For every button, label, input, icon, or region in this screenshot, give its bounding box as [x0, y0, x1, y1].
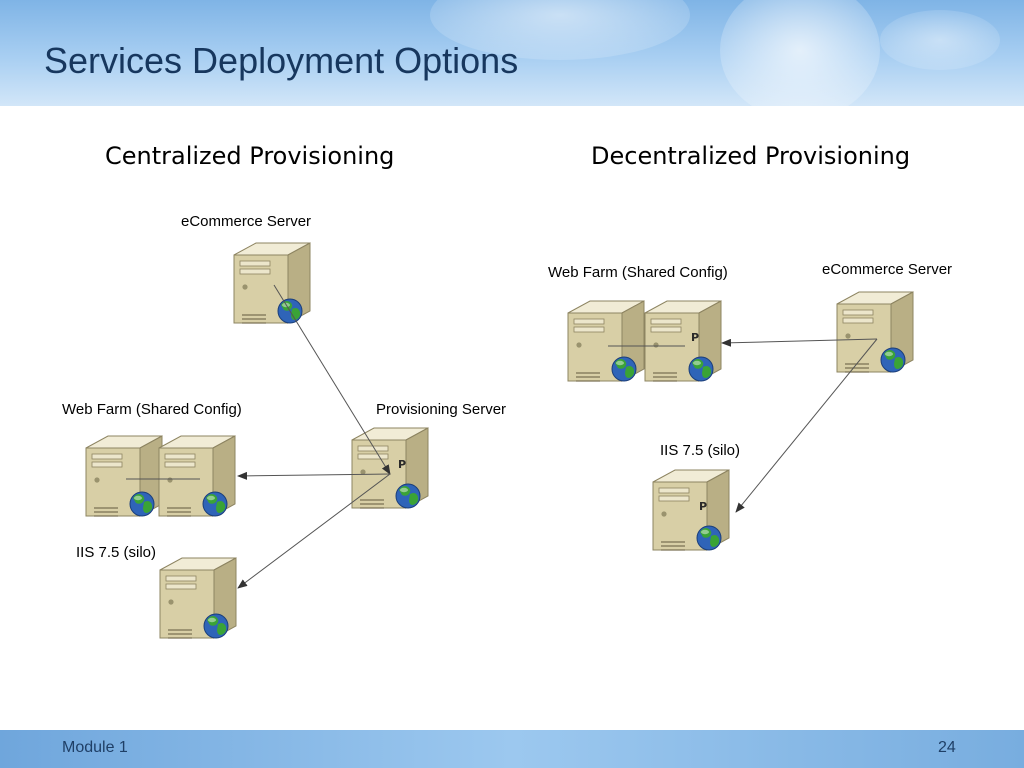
footer-bar: Module 1 24: [0, 730, 1024, 768]
connector-decentral-ecommerce-to-webfarm: [721, 338, 878, 347]
provisioning-mark: P: [699, 500, 707, 513]
decentralized-ecommerce-label: eCommerce Server: [822, 261, 953, 278]
decentralized-webfarm-server-b: P: [643, 297, 727, 387]
centralized-provisioning-server: P: [350, 424, 434, 514]
server-tower-icon: [85, 435, 163, 517]
decentralized-heading: Decentralized Provisioning: [591, 142, 911, 170]
centralized-heading: Centralized Provisioning: [105, 142, 395, 170]
decentralized-iis-label: IIS 7.5 (silo): [660, 442, 741, 459]
globe-icon: [688, 356, 714, 382]
provisioning-mark: P: [691, 331, 699, 344]
slide-title: Services Deployment Options: [44, 40, 519, 81]
connector-ecommerce-to-provisioning: [273, 284, 391, 475]
server-tower-icon: [159, 557, 237, 639]
centralized-ecommerce-label: eCommerce Server: [181, 213, 312, 230]
footer-module-label: Module 1: [62, 739, 128, 756]
centralized-webfarm-label: Web Farm (Shared Config): [62, 401, 242, 418]
centralized-webfarm-server-b: [157, 432, 241, 522]
globe-icon: [696, 525, 722, 551]
server-tower-icon: [836, 291, 914, 373]
decentralized-webfarm-server-a: [566, 297, 650, 387]
centralized-provisioning-label: Provisioning Server: [376, 401, 507, 418]
server-tower-icon: [158, 435, 236, 517]
server-tower-icon: P: [652, 469, 730, 551]
page-number: 24: [938, 739, 956, 756]
centralized-iis-label: IIS 7.5 (silo): [76, 544, 157, 561]
decentralized-webfarm-label: Web Farm (Shared Config): [548, 264, 728, 281]
centralized-iis-server: [158, 554, 242, 644]
globe-icon: [202, 491, 228, 517]
connector-provisioning-to-iis: [237, 473, 391, 589]
decentralized-ecommerce-server: [835, 288, 919, 378]
centralized-webfarm-server-a: [84, 432, 168, 522]
globe-icon: [611, 356, 637, 382]
provisioning-mark: P: [398, 458, 406, 471]
decentralized-iis-server: P: [651, 466, 735, 556]
globe-icon: [880, 347, 906, 373]
globe-icon: [203, 613, 229, 639]
connector-decentral-ecommerce-to-iis: [735, 338, 878, 513]
server-tower-icon: P: [644, 300, 722, 382]
server-tower-icon: P: [351, 427, 429, 509]
globe-icon: [129, 491, 155, 517]
globe-icon: [395, 483, 421, 509]
connector-provisioning-to-webfarm: [237, 471, 391, 480]
server-tower-icon: [567, 300, 645, 382]
